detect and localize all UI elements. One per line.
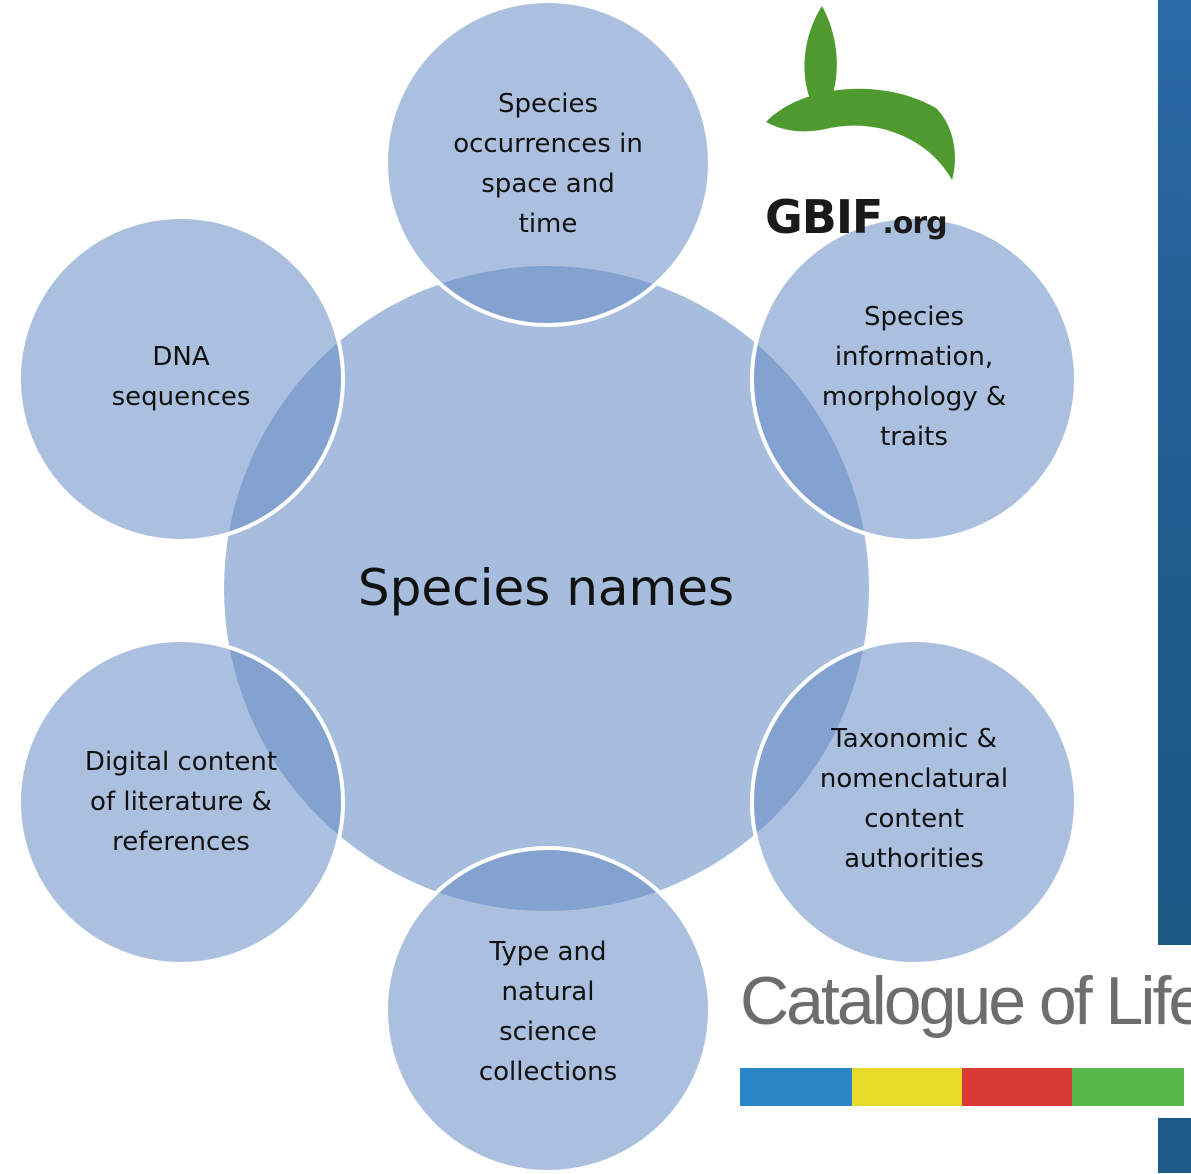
- label-taxonomic: Taxonomic & nomenclatural content author…: [819, 724, 1009, 874]
- side-accent-bar-bottom: [1158, 1118, 1191, 1173]
- circle-taxonomic: [750, 638, 1078, 966]
- circle-occurrences: [384, 0, 712, 327]
- circle-information: [750, 215, 1078, 543]
- label-information: Species information, morphology & traits: [821, 302, 1007, 452]
- side-accent-bar: [1158, 0, 1191, 945]
- gbif-wordmark: GBIF.org: [765, 190, 948, 244]
- circle-literature: [17, 638, 345, 966]
- col-stripe-green: [1072, 1068, 1184, 1106]
- col-stripe-yellow: [852, 1068, 962, 1106]
- label-dna: DNA sequences: [111, 342, 251, 412]
- label-literature: Digital content of literature & referenc…: [84, 747, 278, 857]
- gbif-leaf-icon: [766, 6, 955, 180]
- circle-dna: [17, 215, 345, 543]
- gbif-suffix-text: .org: [882, 206, 947, 241]
- col-stripe-blue: [740, 1068, 852, 1106]
- circle-collections: [384, 846, 712, 1174]
- catalogue-of-life-wordmark: Catalogue of Life: [740, 963, 1191, 1039]
- label-occurrences: Species occurrences in space and time: [453, 89, 643, 239]
- label-collections: Type and natural science collections: [478, 937, 618, 1087]
- gbif-main-text: GBIF: [765, 190, 883, 244]
- col-stripe-red: [962, 1068, 1072, 1106]
- center-label: Species names: [357, 559, 735, 617]
